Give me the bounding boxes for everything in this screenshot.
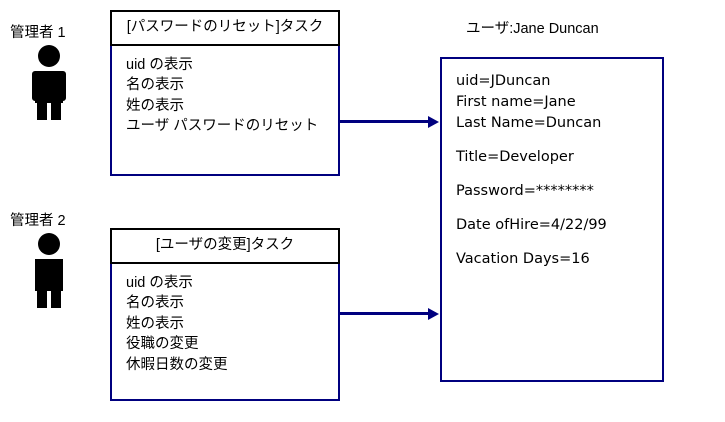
actor-admin-2: 管理者 2 [8, 212, 100, 308]
entity-attribute: Title=Developer [456, 149, 574, 165]
task-title-modify-user: [ユーザの変更]タスク [110, 228, 340, 264]
task-title-password-reset: [パスワードのリセット]タスク [110, 10, 340, 46]
spacer [456, 202, 652, 215]
spacer [456, 236, 652, 249]
spacer [456, 134, 652, 147]
task-box-password-reset[interactable]: [パスワードのリセット]タスク uid の表示 名の表示 姓の表示 ユーザ パス… [110, 10, 340, 176]
task-line: 姓の表示 [126, 97, 184, 114]
entity-attribute: Vacation Days=16 [456, 251, 590, 267]
entity-title: ユーザ:Jane Duncan [466, 21, 599, 37]
task-box-modify-user[interactable]: [ユーザの変更]タスク uid の表示 名の表示 姓の表示 役職の変更 休暇日数… [110, 228, 340, 401]
entity-attribute: Date ofHire=4/22/99 [456, 217, 607, 233]
actor-admin-1: 管理者 1 [8, 24, 100, 120]
task-body-password-reset: uid の表示 名の表示 姓の表示 ユーザ パスワードのリセット [110, 45, 340, 176]
task-line: 休暇日数の変更 [126, 356, 228, 373]
task-line: 名の表示 [126, 77, 184, 93]
task-line: uid の表示 [126, 56, 193, 73]
task-body-modify-user: uid の表示 名の表示 姓の表示 役職の変更 休暇日数の変更 [110, 263, 340, 401]
arrow-shaft [340, 312, 430, 315]
arrow-shaft [340, 120, 430, 123]
actor-admin-1-label: 管理者 1 [10, 25, 66, 41]
task-line: ユーザ パスワードのリセット [126, 118, 319, 134]
person-icon [8, 230, 100, 308]
arrow-task1-to-user [340, 116, 440, 128]
arrow-task2-to-user [340, 308, 440, 320]
spacer [456, 168, 652, 181]
person-icon [8, 42, 100, 120]
entity-attribute: Password=******** [456, 183, 594, 199]
entity-attribute: First name=Jane [456, 94, 576, 110]
task-line: uid の表示 [126, 274, 193, 291]
task-line: 名の表示 [126, 295, 184, 311]
arrow-head-icon [428, 116, 439, 128]
arrow-head-icon [428, 308, 439, 320]
entity-attribute: uid=JDuncan [456, 73, 551, 89]
entity-attribute: Last Name=Duncan [456, 115, 602, 131]
task-line: 姓の表示 [126, 315, 184, 332]
task-line: 役職の変更 [126, 336, 199, 352]
entity-attributes-box[interactable]: uid=JDuncan First name=Jane Last Name=Du… [440, 57, 664, 382]
actor-admin-2-label: 管理者 2 [10, 213, 66, 229]
